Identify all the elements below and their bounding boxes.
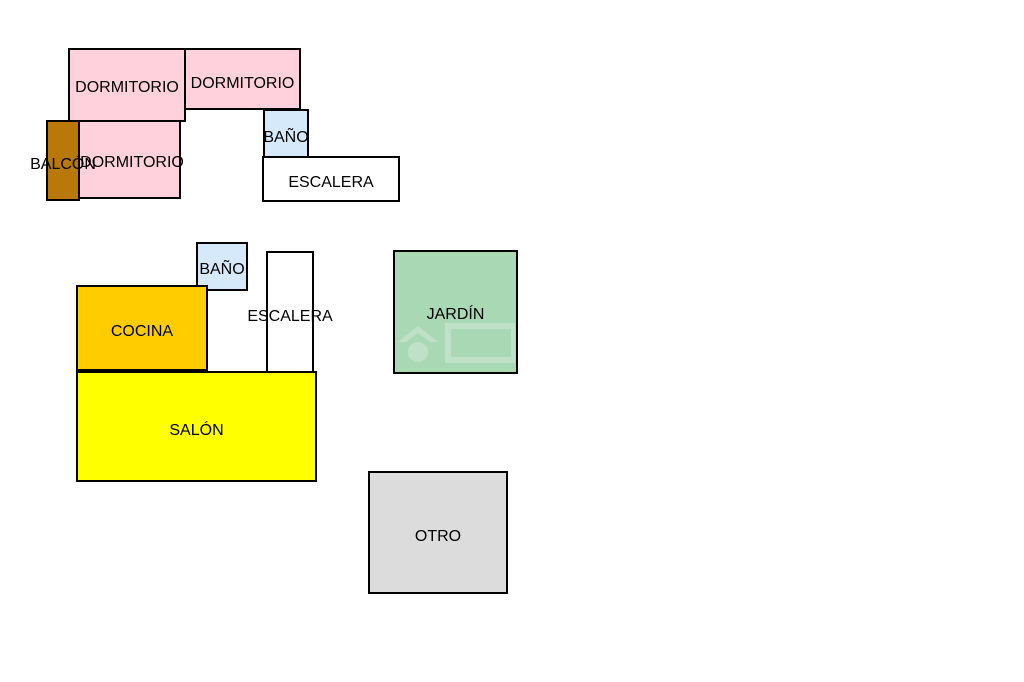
label-escalera-2: ESCALERA <box>247 307 333 325</box>
label-bano-1: BAÑO <box>263 129 309 146</box>
room-cocina <box>76 285 208 371</box>
label-dormitorio-1: DORMITORIO <box>75 79 179 96</box>
label-cocina: COCINA <box>110 323 174 340</box>
room-escalera-1 <box>262 156 400 202</box>
room-bano-2 <box>196 242 248 291</box>
room-dormitorio-2 <box>184 48 301 110</box>
room-balcon <box>46 120 80 201</box>
label-jardin: JARDÍN <box>426 306 485 323</box>
watermark-logo <box>396 312 515 370</box>
label-escalera-1: ESCALERA <box>288 174 374 191</box>
label-otro: OTRO <box>414 527 462 545</box>
label-bano-2: BAÑO <box>199 261 245 278</box>
label-balcon: BALCÓN <box>30 156 96 173</box>
room-jardin <box>393 250 518 374</box>
room-escalera-2 <box>266 251 314 375</box>
room-salon <box>76 371 317 482</box>
room-otro <box>368 471 508 594</box>
label-salon: SALÓN <box>169 421 224 439</box>
label-dormitorio-3: DORMITORIO <box>80 154 184 171</box>
room-dormitorio-1 <box>68 48 186 122</box>
label-dormitorio-2: DORMITORIO <box>190 75 295 92</box>
